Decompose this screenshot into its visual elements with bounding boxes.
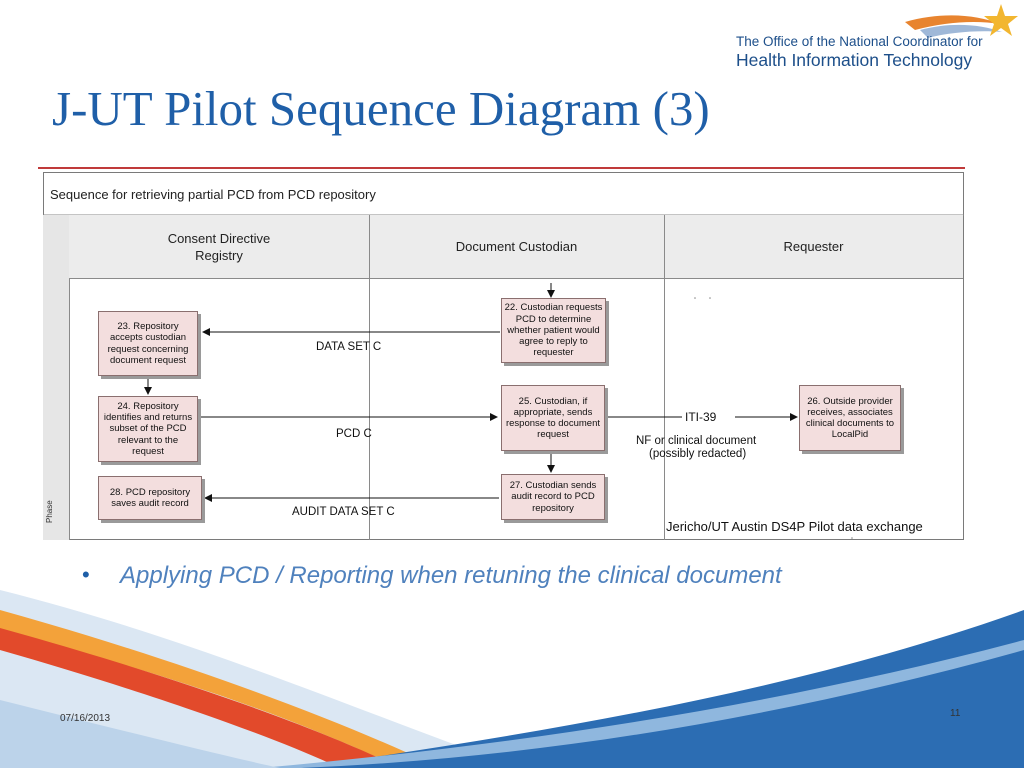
logo-text-line2: Health Information Technology [736, 50, 973, 70]
lane-header-document-custodian: Document Custodian [369, 215, 664, 279]
bullet-text: Applying PCD / Reporting when retuning t… [120, 562, 782, 589]
lane-header-consent-directive-registry: Consent Directive Registry [69, 215, 369, 279]
step-28-box: 28. PCD repository saves audit record [98, 476, 202, 520]
message-label-nf-line1: NF or clinical document [636, 435, 757, 447]
step-22-box: 22. Custodian requests PCD to determine … [501, 298, 606, 363]
slide-date: 07/16/2013 [60, 713, 111, 724]
step-27-box: 27. Custodian sends audit record to PCD … [501, 474, 605, 520]
step-23-box: 23. Repository accepts custodian request… [98, 311, 198, 376]
phase-strip [43, 215, 70, 540]
step-25-box: 25. Custodian, if appropriate, sends res… [501, 385, 605, 451]
bullet-dot: • [82, 562, 90, 587]
diagram-caption: Sequence for retrieving partial PCD from… [50, 187, 376, 202]
message-label-nf-line2: (possibly redacted) [649, 448, 747, 460]
slide-title: J-UT Pilot Sequence Diagram (3) [52, 81, 710, 136]
message-label-pcd-c: PCD C [336, 428, 372, 440]
logo-text-line1: The Office of the National Coordinator f… [736, 34, 983, 49]
message-label-data-set-c: DATA SET C [316, 341, 382, 353]
lane-header-requester: Requester [664, 215, 963, 279]
lane-divider-1 [369, 215, 370, 540]
message-label-audit-data-set-c: AUDIT DATA SET C [292, 506, 395, 518]
page-number: 11 [950, 708, 961, 719]
step-24-box: 24. Repository identifies and returns su… [98, 396, 198, 462]
lane-divider-2 [664, 215, 665, 540]
step-26-box: 26. Outside provider receives, associate… [799, 385, 901, 451]
message-label-iti39: ITI-39 [685, 410, 717, 424]
diagram-footer-label: Jericho/UT Austin DS4P Pilot data exchan… [666, 519, 923, 534]
title-rule [38, 167, 965, 169]
